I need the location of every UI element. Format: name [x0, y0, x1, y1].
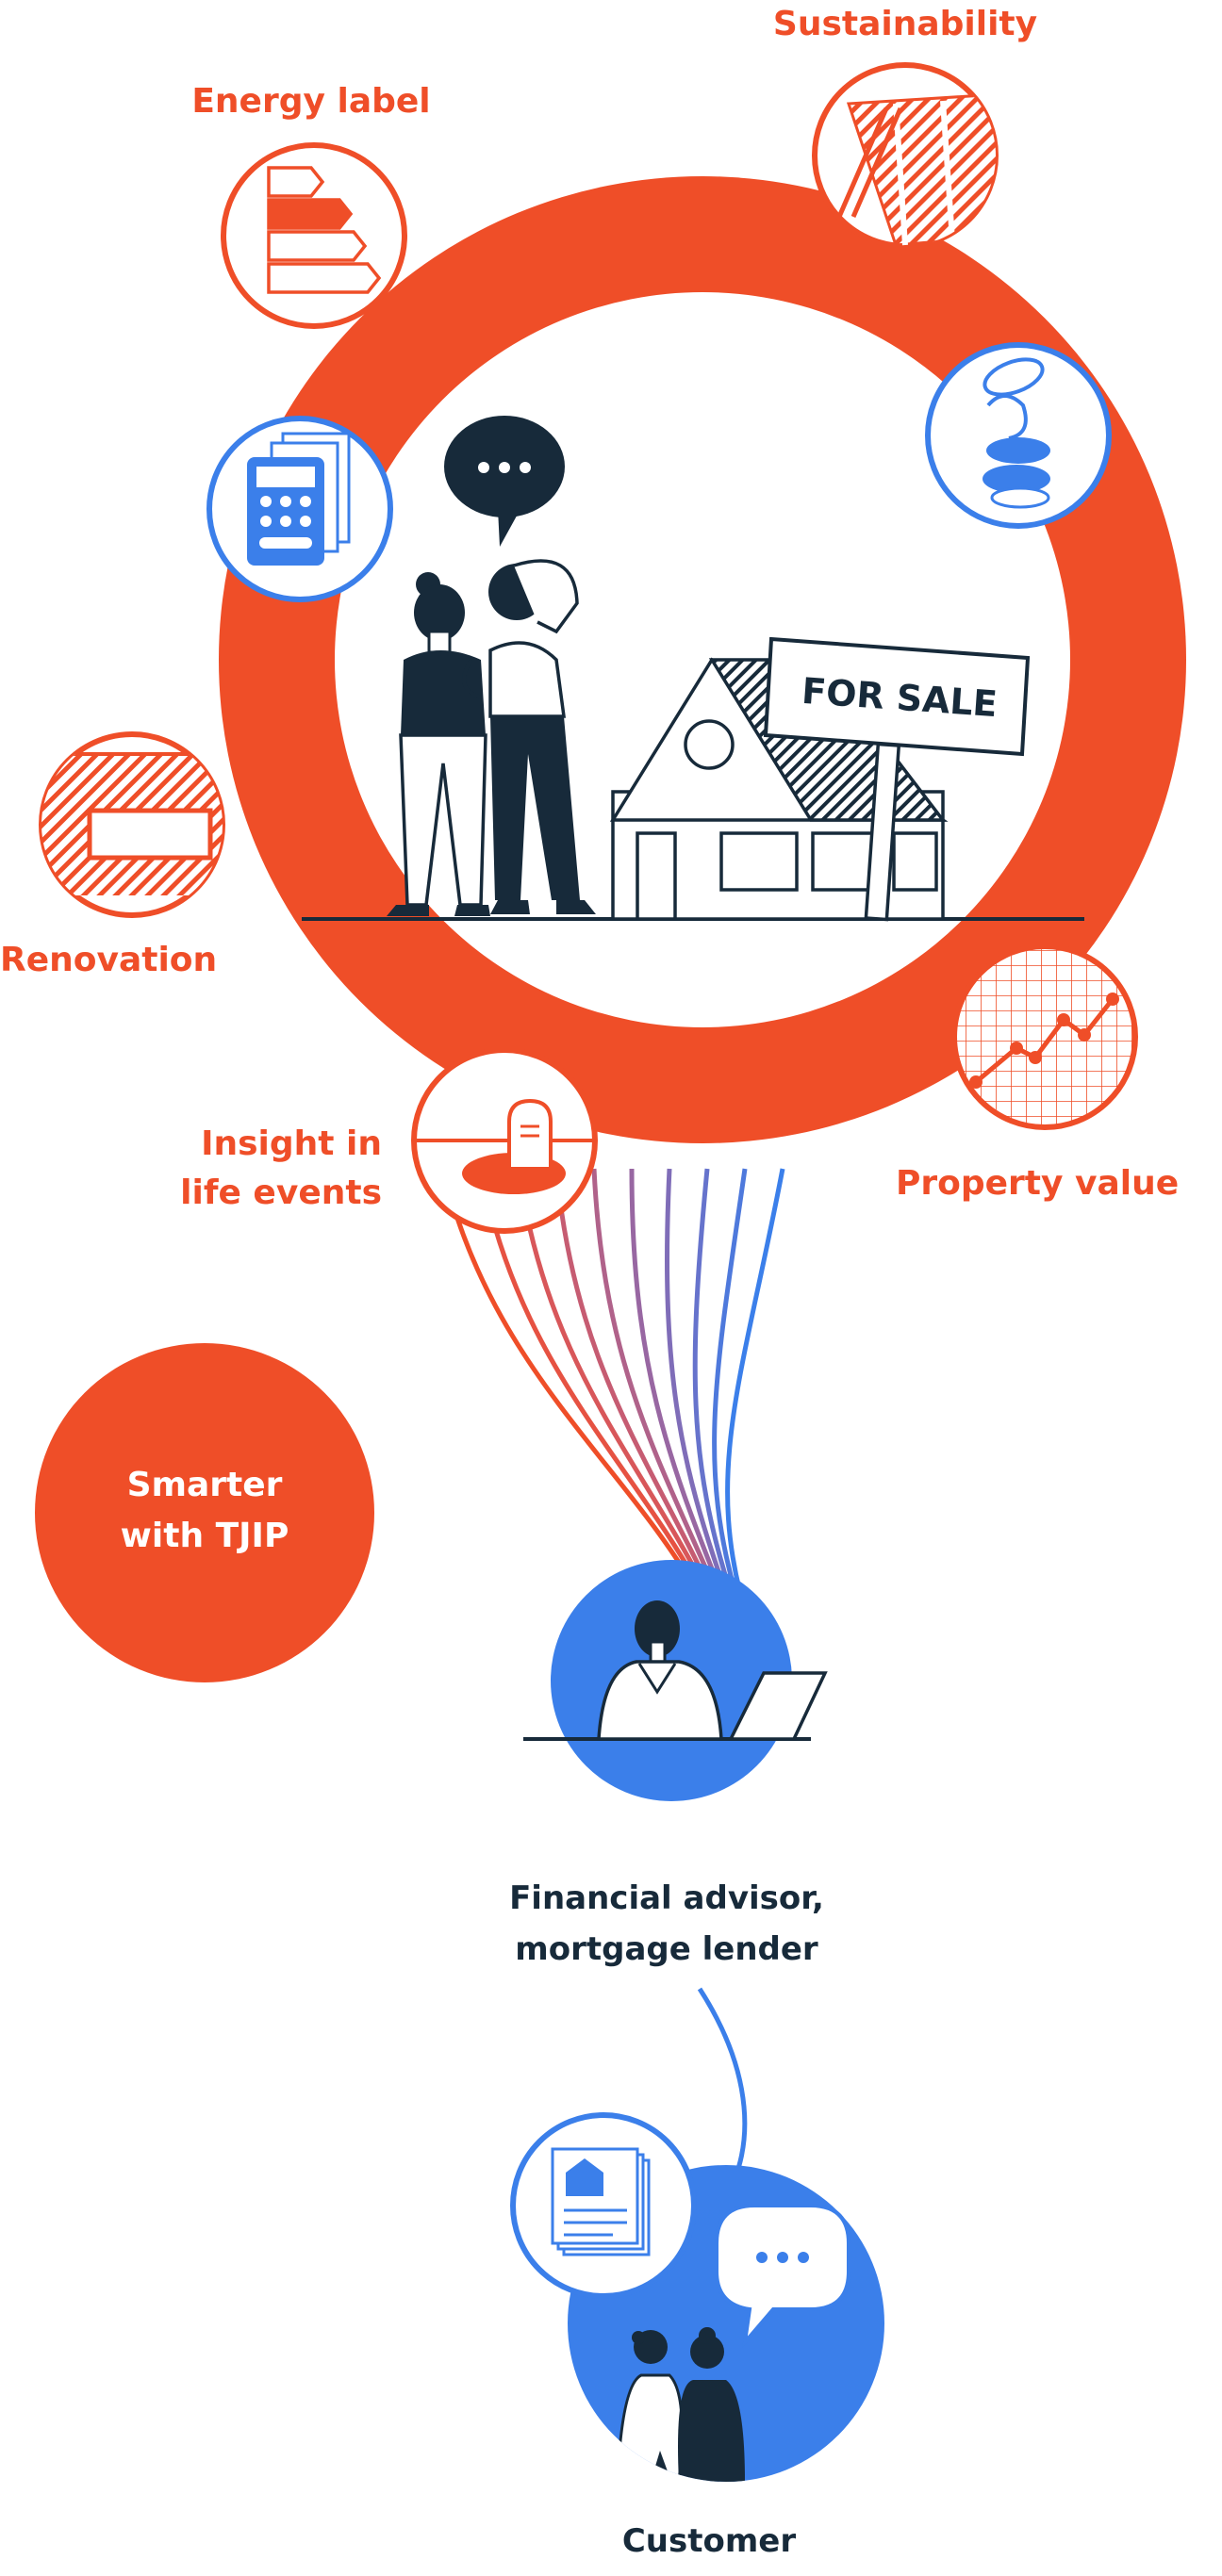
solar-panel-icon	[812, 62, 999, 249]
sustainability-label: Sustainability	[772, 5, 1038, 43]
insight-label-line1: Insight in	[201, 1124, 382, 1163]
renovation-icon	[39, 731, 225, 918]
tjip-label-line2: with TJIP	[120, 1517, 289, 1555]
energy-label-label: Energy label	[191, 82, 431, 121]
energy-label-icon	[221, 142, 407, 329]
customer-speech-bubble-icon	[715, 2204, 850, 2349]
property-value-label: Property value	[896, 1164, 1180, 1203]
flow-lines	[440, 1168, 785, 1595]
customer-label: Customer	[621, 2522, 797, 2560]
house-scene-illustration	[302, 416, 1084, 922]
calculator-icon	[206, 416, 393, 602]
speech-bubble-icon	[444, 416, 565, 547]
couple-illustration	[387, 559, 596, 916]
documents-house-icon	[510, 2112, 697, 2299]
tjip-circle	[35, 1343, 374, 1682]
tjip-label-line1: Smarter	[126, 1466, 283, 1504]
gravestone-icon	[411, 1047, 598, 1234]
advisor-laptop-icon	[523, 1560, 828, 1801]
insight-label-line2: life events	[180, 1173, 382, 1212]
coins-icon	[925, 342, 1112, 529]
connector-line	[697, 1987, 748, 2198]
advisor-label-line2: mortgage lender	[515, 1930, 818, 1968]
for-sale-sign	[763, 636, 1031, 922]
property-value-chart-icon	[951, 943, 1138, 1130]
renovation-label: Renovation	[0, 941, 218, 979]
advisor-label-line1: Financial advisor,	[509, 1879, 824, 1917]
